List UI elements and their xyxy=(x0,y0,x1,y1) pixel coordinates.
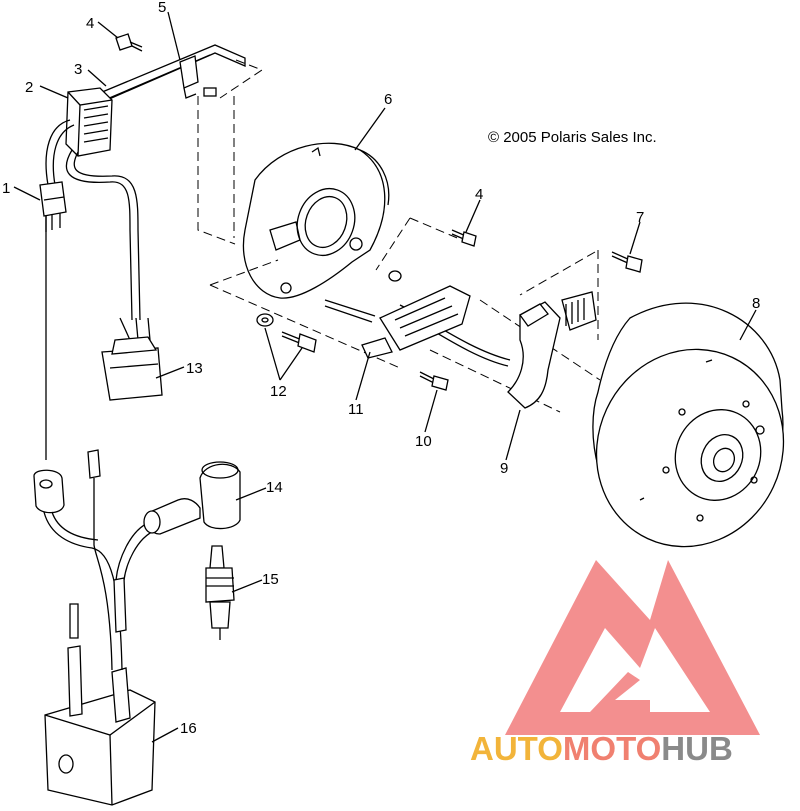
wiring-lower xyxy=(33,449,157,671)
spark-plug-cap-14 xyxy=(143,461,241,535)
callout-2: 2 xyxy=(25,79,33,96)
callout-9: 9 xyxy=(500,460,508,477)
bolt-4-mid xyxy=(388,229,477,282)
copyright-notice: © 2005 Polaris Sales Inc. xyxy=(488,129,657,146)
watermark-word-hub: HUB xyxy=(661,730,733,767)
watermark-logo-mark xyxy=(505,560,760,735)
connector-13 xyxy=(101,317,163,401)
flywheel-8 xyxy=(592,302,785,548)
stator-plate-6 xyxy=(242,142,390,299)
stator-coil-11 xyxy=(324,285,471,359)
callout-7: 7 xyxy=(636,209,644,226)
callout-8: 8 xyxy=(752,295,760,312)
callout-6: 6 xyxy=(384,91,392,108)
bolt-7 xyxy=(611,251,643,273)
callout-4-top: 4 xyxy=(86,15,94,32)
callout-3: 3 xyxy=(74,61,82,78)
callout-labels: 1 2 3 4 5 6 4 7 8 9 10 11 12 13 14 15 16 xyxy=(2,0,760,737)
callout-5: 5 xyxy=(158,0,166,16)
watermark-word-auto: AUTO xyxy=(470,730,563,767)
bolt-4-top xyxy=(115,33,143,52)
leader-lines xyxy=(13,11,757,743)
callout-4-mid: 4 xyxy=(475,186,483,203)
ignition-coil-16 xyxy=(44,603,156,806)
harness-upper xyxy=(45,44,246,460)
callout-16: 16 xyxy=(180,720,197,737)
screw-12 xyxy=(256,313,317,353)
spark-plug-15 xyxy=(205,545,235,640)
watermark-wordmark: AUTOMOTOHUB xyxy=(470,730,733,767)
connector-1 xyxy=(39,181,67,232)
callout-1: 1 xyxy=(2,180,10,197)
screw-10 xyxy=(419,371,449,391)
callout-10: 10 xyxy=(415,433,432,450)
watermark-word-moto: MOTO xyxy=(563,730,661,767)
callout-15: 15 xyxy=(262,571,279,588)
callout-14: 14 xyxy=(266,479,283,496)
callout-13: 13 xyxy=(186,360,203,377)
callout-12: 12 xyxy=(270,383,287,400)
callout-11: 11 xyxy=(348,401,364,418)
